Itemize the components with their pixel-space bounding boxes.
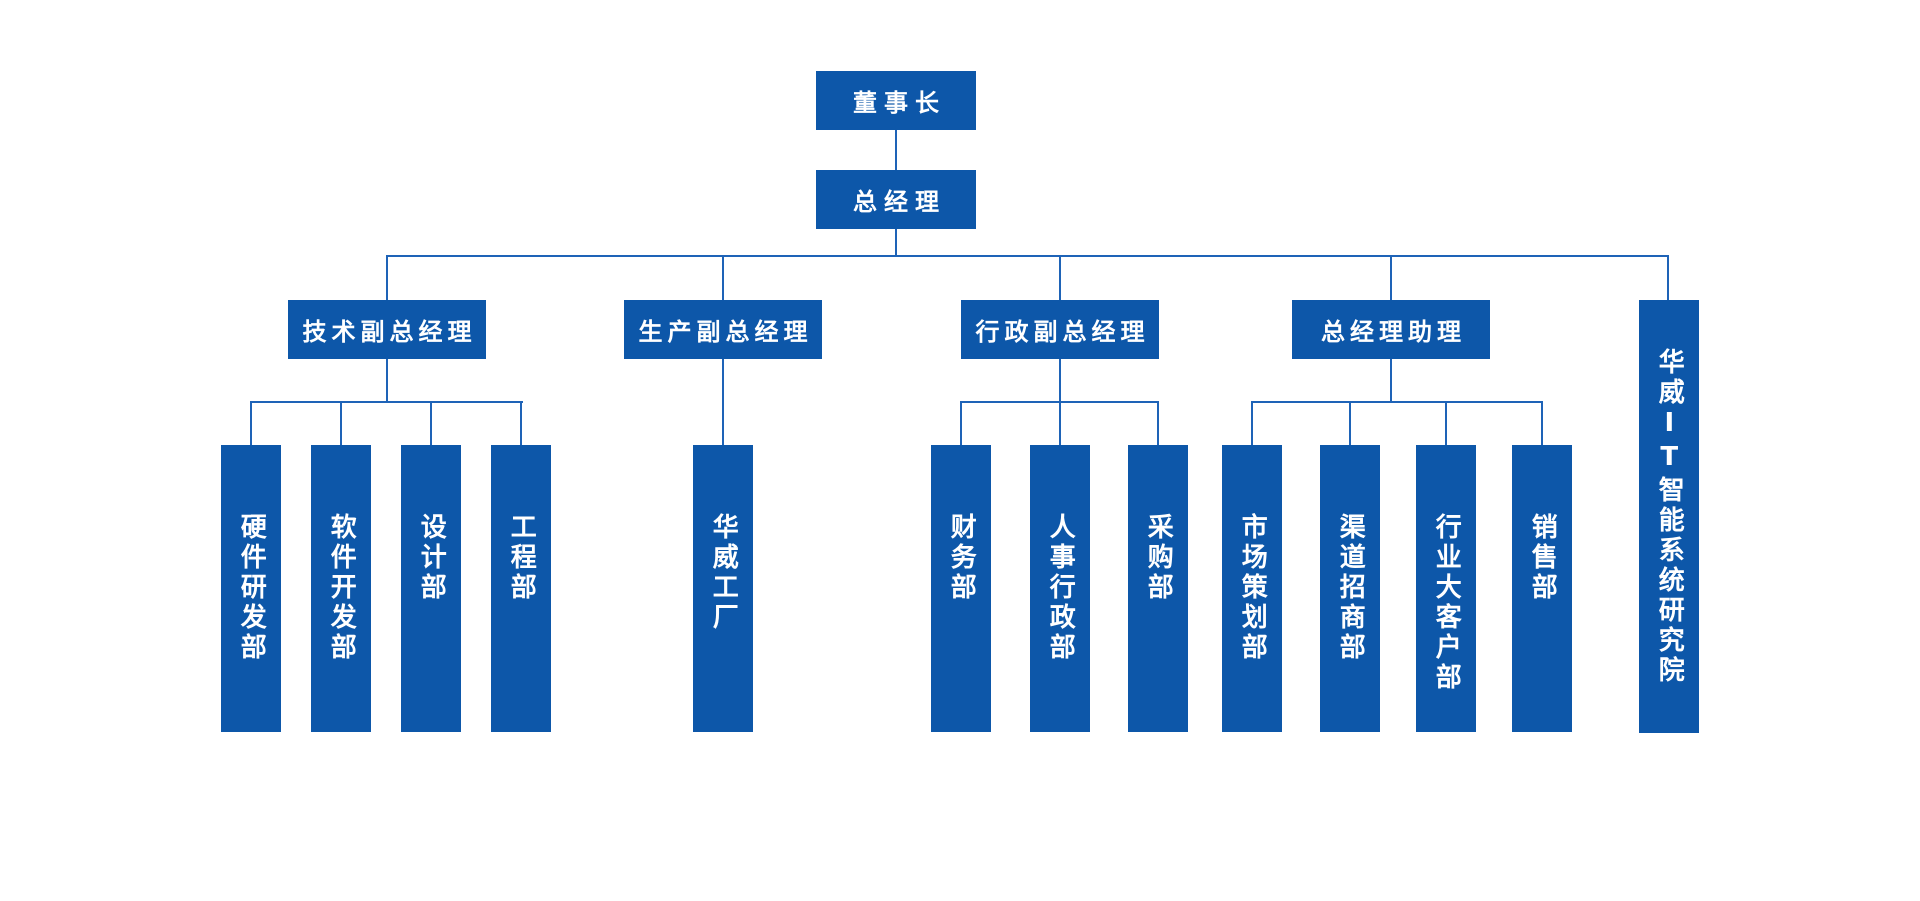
connector-chairman-gm bbox=[895, 130, 897, 170]
connector-tee-engineering bbox=[520, 401, 522, 445]
connector-main-rail bbox=[387, 255, 1669, 257]
connector-tee-hardware-rd bbox=[250, 401, 252, 445]
node-sales-dept: 销售部 bbox=[1512, 445, 1572, 732]
node-industry-key-accounts-dept: 行业大客户部 bbox=[1416, 445, 1476, 732]
node-huawei-factory: 华威工厂 bbox=[693, 445, 753, 732]
connector-tee-industry-key-accounts bbox=[1445, 401, 1447, 445]
node-chairman: 董事长 bbox=[816, 71, 976, 130]
node-sales-dept-label: 销售部 bbox=[1527, 513, 1558, 603]
node-admin-vp: 行政副总经理 bbox=[961, 300, 1159, 359]
node-marketing-planning-dept: 市场策划部 bbox=[1222, 445, 1282, 732]
node-it-research-institute: 华威IT智能系统研究院 bbox=[1639, 300, 1699, 733]
connector-rail-institute bbox=[1667, 255, 1669, 300]
node-tech-vp: 技术副总经理 bbox=[288, 300, 486, 359]
node-channel-investment-dept-label: 渠道招商部 bbox=[1335, 513, 1366, 663]
tee-assistant-group bbox=[1252, 401, 1543, 403]
connector-tee-finance bbox=[960, 401, 962, 445]
connector-tee-channel-investment bbox=[1349, 401, 1351, 445]
node-general-manager-label: 总经理 bbox=[853, 188, 946, 216]
connector-tee-procurement bbox=[1157, 401, 1159, 445]
connector-rail-admin-vp bbox=[1059, 255, 1061, 300]
node-it-research-institute-label: 华威IT智能系统研究院 bbox=[1654, 347, 1685, 686]
node-procurement-dept-label: 采购部 bbox=[1143, 513, 1174, 603]
node-chairman-label: 董事长 bbox=[853, 89, 946, 117]
node-marketing-planning-dept-label: 市场策划部 bbox=[1237, 513, 1268, 663]
node-admin-vp-label: 行政副总经理 bbox=[975, 318, 1150, 346]
node-gm-assistant: 总经理助理 bbox=[1292, 300, 1490, 359]
connector-gm-rail bbox=[895, 229, 897, 257]
node-design-dept-label: 设计部 bbox=[416, 513, 447, 603]
connector-admin-vp-tee bbox=[1059, 359, 1061, 402]
node-engineering-dept: 工程部 bbox=[491, 445, 551, 732]
node-huawei-factory-label: 华威工厂 bbox=[708, 513, 739, 633]
node-procurement-dept: 采购部 bbox=[1128, 445, 1188, 732]
node-gm-assistant-label: 总经理助理 bbox=[1321, 318, 1466, 346]
node-production-vp: 生产副总经理 bbox=[624, 300, 822, 359]
connector-tee-software-dev bbox=[340, 401, 342, 445]
node-finance-dept-label: 财务部 bbox=[946, 513, 977, 603]
connector-tee-marketing-planning bbox=[1251, 401, 1253, 445]
connector-rail-production-vp bbox=[722, 255, 724, 300]
node-industry-key-accounts-dept-label: 行业大客户部 bbox=[1431, 513, 1462, 693]
node-design-dept: 设计部 bbox=[401, 445, 461, 732]
node-hr-admin-dept: 人事行政部 bbox=[1030, 445, 1090, 732]
connector-tee-design bbox=[430, 401, 432, 445]
node-hardware-rd-dept: 硬件研发部 bbox=[221, 445, 281, 732]
connector-tech-vp-tee bbox=[386, 359, 388, 402]
node-finance-dept: 财务部 bbox=[931, 445, 991, 732]
node-channel-investment-dept: 渠道招商部 bbox=[1320, 445, 1380, 732]
connector-rail-tech-vp bbox=[386, 255, 388, 300]
node-hr-admin-dept-label: 人事行政部 bbox=[1045, 513, 1076, 663]
connector-tee-sales bbox=[1541, 401, 1543, 445]
connector-rail-gm-assistant bbox=[1390, 255, 1392, 300]
connector-production-factory bbox=[722, 359, 724, 445]
tee-tech-group bbox=[251, 401, 523, 403]
node-hardware-rd-dept-label: 硬件研发部 bbox=[236, 513, 267, 663]
node-engineering-dept-label: 工程部 bbox=[506, 513, 537, 603]
connector-tee-hr-admin bbox=[1059, 401, 1061, 445]
node-production-vp-label: 生产副总经理 bbox=[638, 318, 813, 346]
connector-gm-assistant-tee bbox=[1390, 359, 1392, 402]
node-software-dev-dept: 软件开发部 bbox=[311, 445, 371, 732]
node-tech-vp-label: 技术副总经理 bbox=[302, 318, 477, 346]
node-general-manager: 总经理 bbox=[816, 170, 976, 229]
node-software-dev-dept-label: 软件开发部 bbox=[326, 513, 357, 663]
